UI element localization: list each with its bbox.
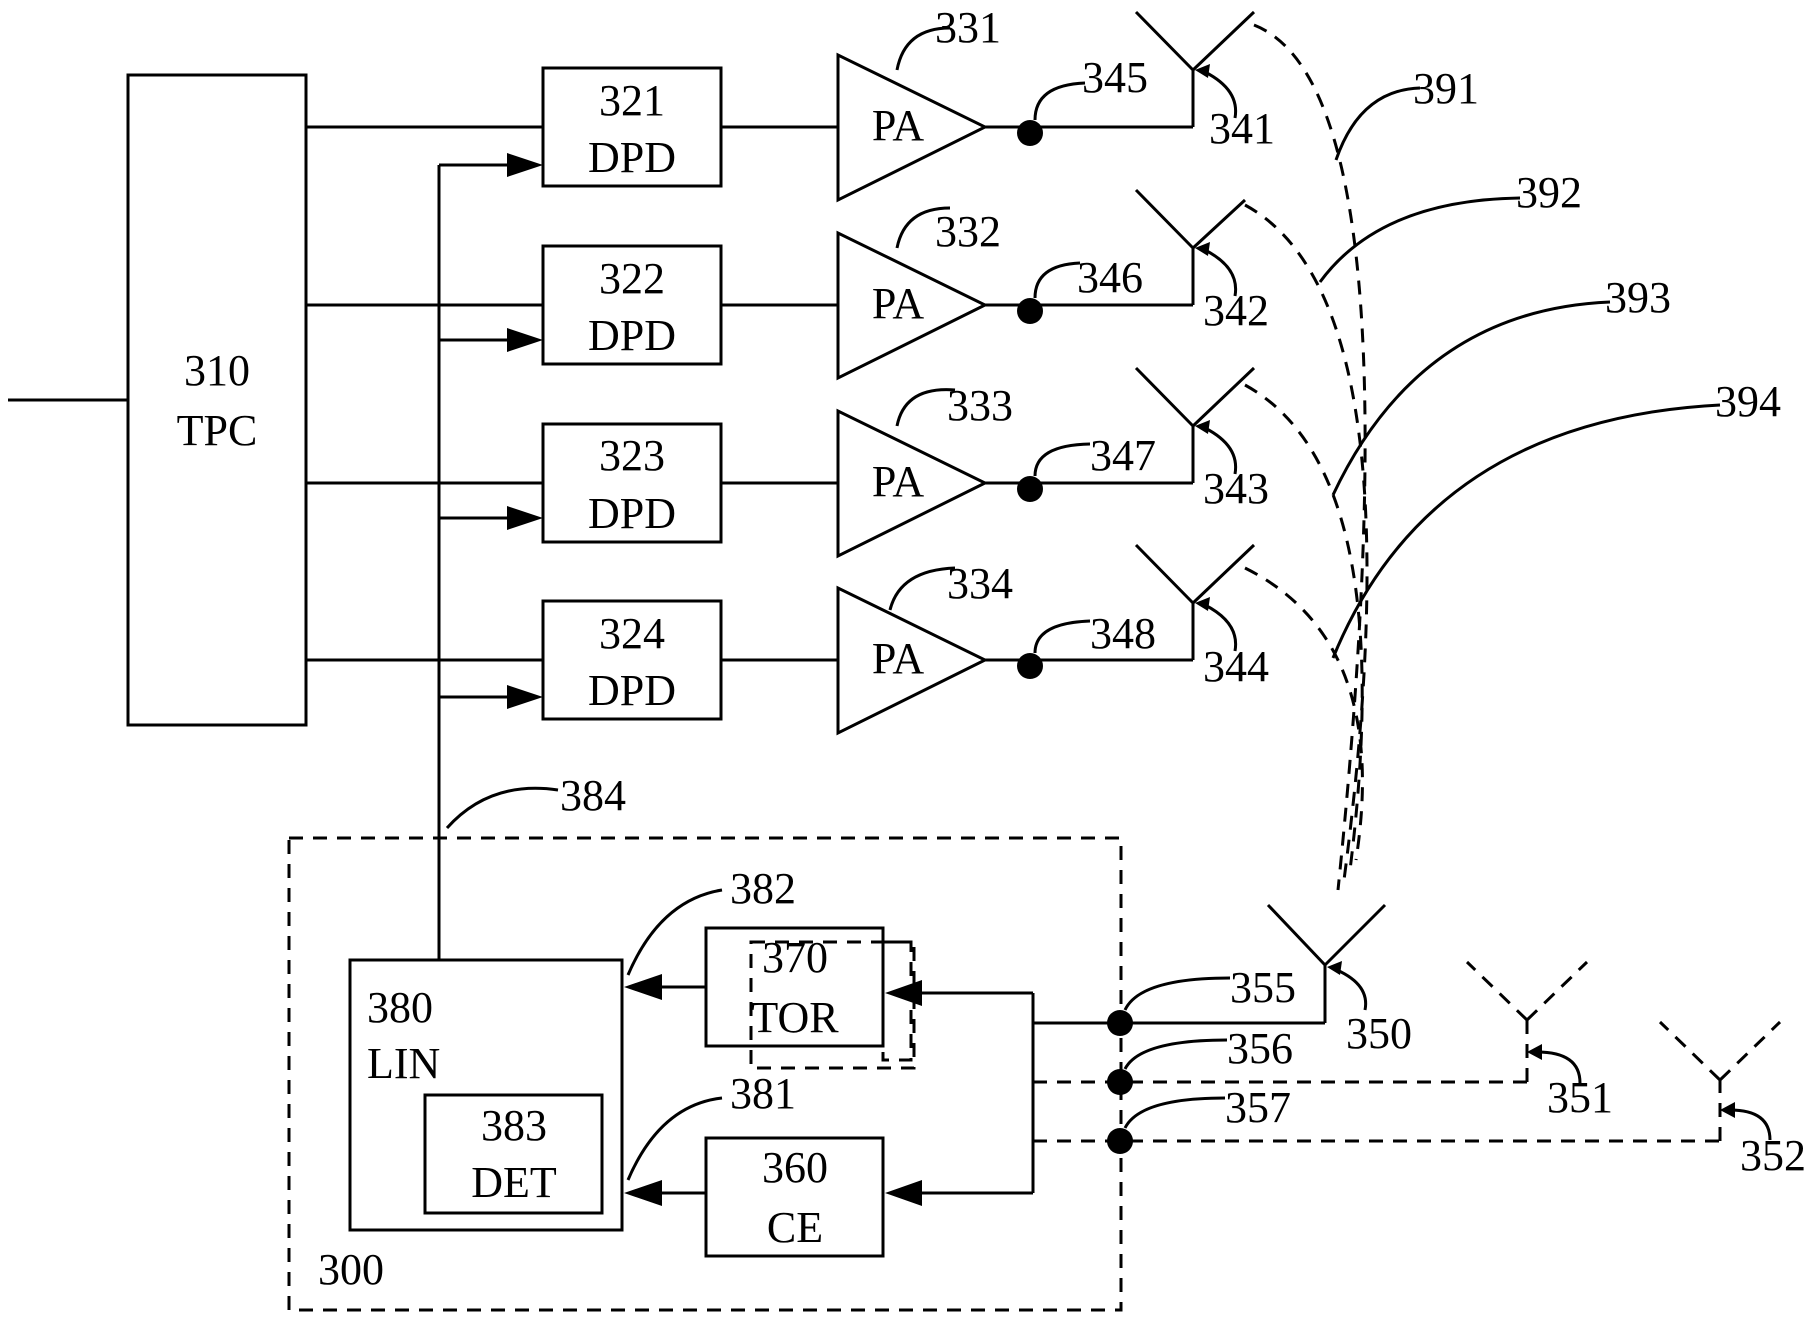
pa-amplifier-331: PA 331 xyxy=(838,3,1001,200)
pa-number: 333 xyxy=(947,381,1013,430)
pa-label: PA xyxy=(872,101,924,150)
dpd-outputs xyxy=(721,127,838,660)
coupling-label: 392 xyxy=(1516,168,1582,217)
feedback-line-label: 384 xyxy=(447,771,626,828)
ce-label: CE xyxy=(767,1203,823,1252)
coupling-label: 394 xyxy=(1715,377,1781,426)
dpd-number: 324 xyxy=(599,609,665,658)
tx-chain-4-output: 348 344 xyxy=(985,545,1269,691)
rx-antenna-351: 351 xyxy=(1467,962,1613,1122)
tor-label: TOR xyxy=(751,993,839,1042)
tx-chain-2-output: 346 342 xyxy=(985,190,1269,335)
dpd-label: DPD xyxy=(588,311,676,360)
pa-amplifier-332: PA 332 xyxy=(838,207,1001,378)
rx-antenna-352: 352 xyxy=(1660,1022,1806,1180)
tor-block: 370 TOR xyxy=(706,928,914,1068)
pa-label: PA xyxy=(872,279,924,328)
tpc-label: TPC xyxy=(177,406,258,455)
feed-point-label: 345 xyxy=(1082,53,1148,102)
tx-antenna-label: 342 xyxy=(1203,286,1269,335)
pa-number: 331 xyxy=(935,3,1001,52)
tx-chain-3-output: 347 343 xyxy=(985,368,1269,513)
coupling-label: 393 xyxy=(1605,273,1671,322)
dpd-number: 323 xyxy=(599,431,665,480)
coupling-paths xyxy=(1245,25,1367,890)
lin-number: 380 xyxy=(367,983,433,1032)
feed-point-label: 347 xyxy=(1090,431,1156,480)
pa-number: 334 xyxy=(947,559,1013,608)
coupling-labels: 391 392 393 394 xyxy=(1320,64,1781,658)
rx-feed-label: 355 xyxy=(1230,963,1296,1012)
ce-number: 360 xyxy=(762,1143,828,1192)
dpd-block-322: 322 DPD xyxy=(543,246,721,364)
pa-label: PA xyxy=(872,457,924,506)
tpc-block: 310 TPC xyxy=(128,75,306,725)
tx-chain-1-output: 345 341 xyxy=(985,12,1275,153)
dpd-block-323: 323 DPD xyxy=(543,424,721,542)
tpc-outputs xyxy=(306,127,543,660)
rx-antenna-label: 352 xyxy=(1740,1131,1806,1180)
feed-point-label: 346 xyxy=(1077,253,1143,302)
rx-antenna-label: 351 xyxy=(1547,1073,1613,1122)
dpd-block-324: 324 DPD xyxy=(543,601,721,719)
system-label: 300 xyxy=(318,1245,384,1294)
dpd-number: 321 xyxy=(599,76,665,125)
feedback-number: 384 xyxy=(560,771,626,820)
dpd-block-321: 321 DPD xyxy=(543,68,721,186)
tx-antenna-label: 344 xyxy=(1203,642,1269,691)
pa-amplifier-333: PA 333 xyxy=(838,381,1013,556)
tx-antenna-label: 343 xyxy=(1203,464,1269,513)
pa-label: PA xyxy=(872,634,924,683)
ce-block: 360 CE xyxy=(706,1138,883,1256)
rx-feed-label: 356 xyxy=(1227,1024,1293,1073)
lin-label: LIN xyxy=(367,1039,440,1088)
tx-antenna-label: 341 xyxy=(1209,104,1275,153)
det-number: 383 xyxy=(481,1101,547,1150)
rx-antenna-label: 350 xyxy=(1346,1009,1412,1058)
pa-number: 332 xyxy=(935,207,1001,256)
dpd-label: DPD xyxy=(588,666,676,715)
det-label: DET xyxy=(471,1158,557,1207)
dpd-label: DPD xyxy=(588,133,676,182)
dpd-label: DPD xyxy=(588,489,676,538)
tpc-number: 310 xyxy=(184,346,250,395)
coupling-label: 391 xyxy=(1413,64,1479,113)
det-block: 383 DET xyxy=(425,1095,602,1213)
feed-point-label: 348 xyxy=(1090,609,1156,658)
tor-number: 370 xyxy=(762,933,828,982)
dpd-number: 322 xyxy=(599,254,665,303)
ce-out-label: 381 xyxy=(730,1069,796,1118)
tor-out-label: 382 xyxy=(730,864,796,913)
rx-feed-357: 357 xyxy=(1107,1083,1291,1154)
pa-amplifier-334: PA 334 xyxy=(838,559,1013,733)
rx-feed-label: 357 xyxy=(1225,1083,1291,1132)
